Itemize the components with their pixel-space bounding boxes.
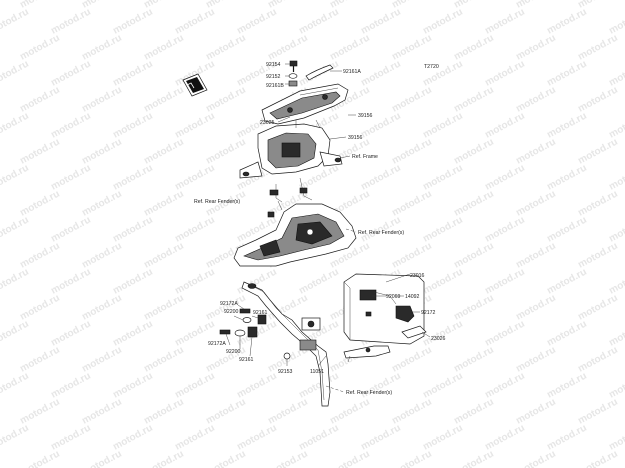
- grommet-92161-bottom: [247, 326, 258, 338]
- watermark-text: motod.ru: [576, 449, 619, 468]
- callout-92172: 92172: [421, 310, 436, 316]
- callout-92161B: 92161B: [266, 83, 284, 89]
- washer-92152: [288, 73, 298, 79]
- callout-92200-top: 92200: [224, 309, 239, 315]
- callout-14092: 14092: [405, 294, 420, 300]
- watermark-text: motod.ru: [142, 449, 185, 468]
- callout-92153: 92153: [278, 369, 293, 375]
- watermark-text: motod.ru: [266, 449, 309, 468]
- watermark-text: motod.ru: [607, 163, 625, 193]
- washer-92200-top: [242, 317, 252, 323]
- watermark-text: motod.ru: [0, 319, 31, 349]
- callout-23025: 23025: [260, 120, 275, 126]
- license-plate-bracket: [241, 281, 331, 407]
- watermark-text: motod.ru: [0, 267, 31, 297]
- watermark-text: motod.ru: [0, 111, 31, 141]
- watermark-text: motod.ru: [452, 449, 495, 468]
- bolt-92172A-bottom: [219, 329, 231, 335]
- bolt-92172A-top: [239, 308, 251, 314]
- wire-loom: [267, 177, 313, 218]
- callout-92069: 92069: [386, 294, 401, 300]
- watermark-text: motod.ru: [0, 7, 31, 37]
- damper-92161A: [305, 64, 334, 81]
- watermark-text: motod.ru: [0, 215, 31, 245]
- callout-23026: 23026: [431, 336, 446, 342]
- rear-fender-cover: [233, 203, 357, 267]
- front-arrow-icon: [182, 73, 208, 97]
- watermark-text: motod.ru: [204, 449, 247, 468]
- ref-rear-fender-left: Ref. Rear Fender(s): [194, 199, 240, 205]
- watermark-text: motod.ru: [0, 423, 31, 453]
- callout-92172A-bottom: 92172A: [208, 341, 226, 347]
- leader-lines: [225, 63, 431, 393]
- license-lamp-group: [343, 273, 427, 345]
- washer-92200-bottom: [234, 329, 246, 337]
- callout-92161-top: 92161: [253, 310, 268, 316]
- screw-92154: [289, 60, 298, 72]
- callout-92152: 92152: [266, 74, 281, 80]
- callout-39156-a: 39156: [358, 113, 373, 119]
- watermark-text: motod.ru: [80, 449, 123, 468]
- watermark-text: motod.ru: [607, 59, 625, 89]
- bracket-23025: [261, 83, 349, 125]
- watermark-text: motod.ru: [0, 163, 31, 193]
- callout-92154: 92154: [266, 62, 281, 68]
- watermark-text: motod.ru: [0, 371, 31, 401]
- watermark-text: motod.ru: [390, 449, 433, 468]
- watermark-text: motod.ru: [607, 7, 625, 37]
- callout-39156-b: 39156: [348, 135, 363, 141]
- watermark-text: motod.ru: [607, 111, 625, 141]
- callout-92200-bottom: 92200: [226, 349, 241, 355]
- watermark-text: motod.ru: [607, 319, 625, 349]
- nut-92153: [283, 352, 291, 360]
- ref-frame: Ref. Frame: [352, 154, 378, 160]
- ref-rear-fender-mid: Ref. Rear Fender(s): [358, 230, 404, 236]
- watermark-text: motod.ru: [607, 423, 625, 453]
- grommet-92161-top: [257, 314, 267, 325]
- watermark-text: motod.ru: [0, 59, 31, 89]
- callout-92161-bottom: 92161: [239, 357, 254, 363]
- callout-labels: 92154 92161A 92152 92161B 23025 39156 39…: [194, 62, 446, 396]
- callout-23016: 23016: [410, 273, 425, 279]
- watermark-text: motod.ru: [607, 371, 625, 401]
- callout-92161A: 92161A: [343, 69, 361, 75]
- callout-11051: 11051: [310, 369, 324, 375]
- watermark-text: motod.ru: [607, 267, 625, 297]
- watermark-text: motod.ru: [514, 449, 557, 468]
- watermark-text: motod.ru: [607, 215, 625, 245]
- watermark-text: motod.ru: [328, 449, 371, 468]
- watermark-text: motod.ru: [18, 449, 61, 468]
- grommet-92161B: [288, 80, 298, 87]
- ref-rear-fender-bottom: Ref. Rear Fender(s): [346, 390, 392, 396]
- diagram-code: T2720: [424, 64, 439, 70]
- clamp-11051: [343, 345, 391, 363]
- callout-92172A-top: 92172A: [220, 301, 238, 307]
- holder-39156: [239, 119, 343, 179]
